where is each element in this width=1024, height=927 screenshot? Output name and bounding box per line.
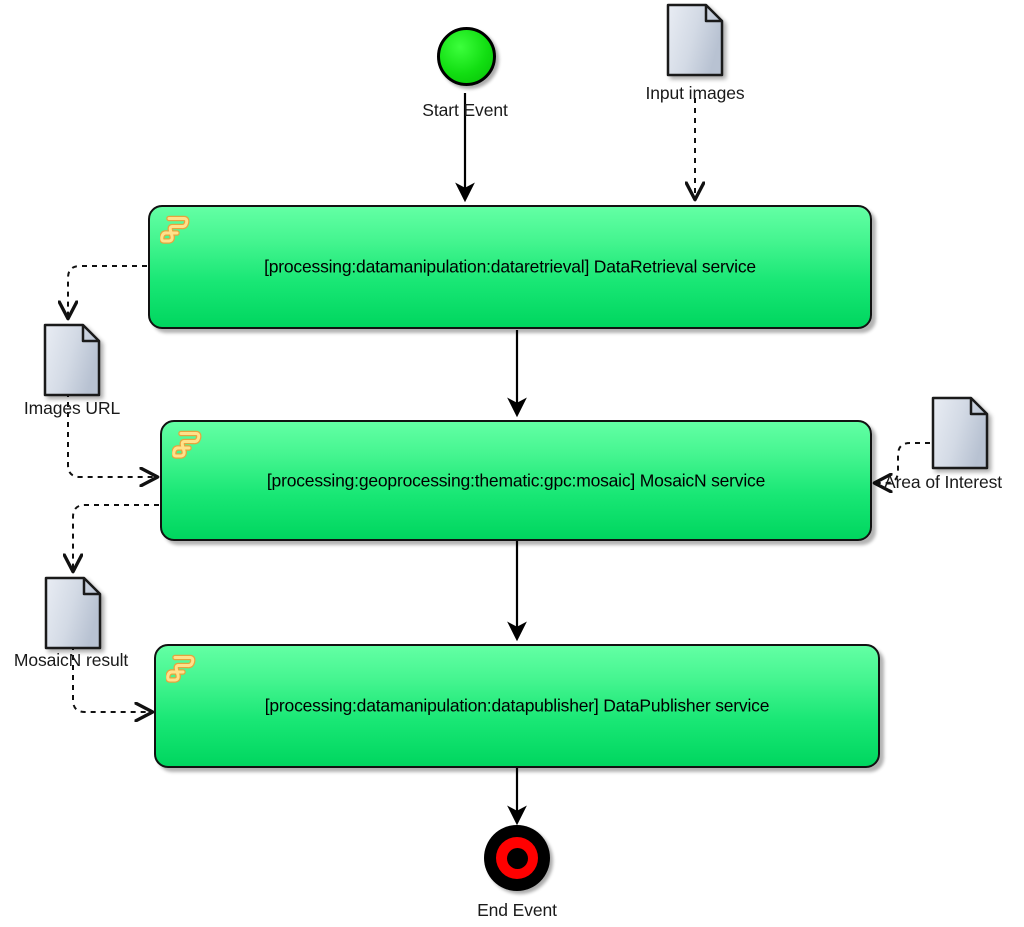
task-mosaicn[interactable]: [processing:geoprocessing:thematic:gpc:m… [160,420,872,541]
task-datapublisher[interactable]: [processing:datamanipulation:datapublish… [154,644,880,768]
start-event-circle-icon[interactable] [437,27,496,86]
data-association-area-of-interest-to-mosaicn [876,442,930,483]
data-association-images-url-to-mosaicn [67,392,156,477]
end-event-circle-icon[interactable] [484,825,550,891]
end-event-label: End Event [477,900,557,920]
task-label-dataretrieval: [processing:datamanipulation:dataretriev… [264,256,756,277]
script-scroll-icon [171,430,202,460]
document-label-area-of-interest: Area of Interest [884,472,1003,492]
document-label-images-url: Images URL [23,398,121,418]
document-label-mosaicn-result: MosaicN result [13,650,129,670]
script-scroll-icon [159,215,190,245]
data-association-dataretrieval-to-images-url [68,265,147,317]
document-label-input-images: Input images [645,83,745,103]
end-event-core [506,847,528,869]
end-event-ring [496,837,538,879]
document-icon-area-of-interest[interactable] [931,396,989,470]
document-icon-input-images[interactable] [666,3,724,77]
script-scroll-icon [165,654,196,684]
data-association-mosaicn-to-result [73,504,159,570]
document-icon-images-url[interactable] [43,323,101,397]
task-label-datapublisher: [processing:datamanipulation:datapublish… [264,695,770,716]
task-dataretrieval[interactable]: [processing:datamanipulation:dataretriev… [148,205,872,329]
document-icon-mosaicn-result[interactable] [44,576,102,650]
data-association-result-to-datapublisher [72,645,151,712]
start-event-label: Start Event [422,100,508,120]
task-label-mosaicn: [processing:geoprocessing:thematic:gpc:m… [266,470,766,490]
